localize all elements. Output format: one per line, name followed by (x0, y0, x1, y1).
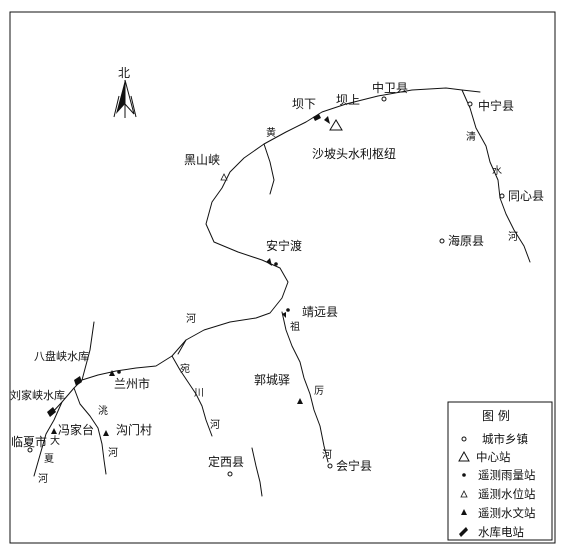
city-marker (499, 193, 505, 199)
city-label-tongxin: 同心县 (508, 189, 544, 203)
tributary-west (177, 339, 187, 355)
north-arrow-icon: 北 (113, 66, 137, 118)
station-label-heishanxia: 黑山峡 (184, 153, 220, 167)
tributary-dingxi (251, 447, 263, 497)
city-label-zhongwei: 中卫县 (372, 80, 408, 95)
city-label-jingyuan: 靖远县 (302, 305, 338, 319)
city-marker (439, 238, 445, 244)
river-label-xia: 夏 (44, 453, 54, 465)
river-label-da: 大 (50, 434, 60, 447)
legend-reservoir-icon (459, 527, 468, 537)
river-label-li: 厉 (314, 385, 324, 397)
river-label-chuan: 川 (194, 388, 204, 399)
city-marker (467, 101, 473, 107)
station-label-goumencun: 沟门村 (116, 422, 152, 437)
river-label-shui: 水 (492, 165, 502, 177)
wanchuan-river (171, 355, 213, 437)
legend-hydro-icon (461, 509, 467, 515)
hydro-station-icon (109, 370, 121, 376)
legend-label-rain: 遥测雨量站 (478, 468, 536, 482)
river-label-zuli-he: 河 (322, 449, 332, 461)
hydro-station-icon (282, 308, 290, 318)
city-marker (27, 447, 33, 453)
city-marker (327, 463, 333, 469)
station-label-bapanxia: 八盘峡水库 (34, 349, 89, 363)
city-marker (227, 471, 233, 477)
river-label-wan: 宛 (180, 362, 190, 375)
hydro-station-icon (103, 430, 109, 436)
legend: 图 例 城市乡镇 中心站 遥测雨量站 遥测水位站 遥测水文站 水库电站 (447, 401, 553, 541)
river-label-huang: 黄 (266, 126, 276, 139)
city-label-zhongning: 中宁县 (478, 98, 514, 113)
legend-city-icon (461, 436, 467, 442)
tributary-bapanxia (81, 321, 95, 381)
city-label-haiyuan: 海原县 (448, 233, 484, 248)
river-label-zu: 祖 (290, 320, 300, 333)
legend-level-icon (460, 490, 468, 498)
reservoir-station-icon (74, 376, 82, 386)
river-label-qing-he: 河 (508, 231, 518, 243)
station-label-shapotou: 沙坡头水利枢纽 (312, 146, 396, 161)
reservoir-station-icon (313, 114, 330, 124)
station-label-fengjiatai: 冯家台 (58, 422, 94, 437)
river-label-wan-he: 河 (210, 419, 220, 431)
city-label-linxia: 临夏市 (11, 434, 47, 449)
qingshui-river (461, 89, 531, 263)
legend-label-center: 中心站 (476, 450, 511, 464)
hydro-station-icon (266, 258, 278, 266)
city-label-lanzhou: 兰州市 (114, 376, 150, 391)
legend-center-icon (458, 450, 470, 462)
yellow-river (49, 87, 481, 416)
station-label-bashang: 坝上 (336, 93, 360, 107)
daxia-river (33, 401, 63, 477)
station-label-liujiaxia: 刘家峡水库 (10, 388, 65, 402)
station-label-baxia: 坝下 (292, 97, 316, 111)
zuli-river (281, 311, 329, 463)
north-label: 北 (118, 66, 130, 80)
level-station-icon (220, 173, 228, 181)
tao-river (73, 387, 107, 475)
center-station-icon (329, 119, 343, 131)
legend-label-hydro: 遥测水文站 (478, 506, 536, 520)
map-frame (9, 11, 556, 544)
river-label-qing: 清 (466, 130, 476, 143)
legend-box (447, 401, 553, 541)
river-label-he-main: 河 (186, 313, 196, 325)
station-label-anningdu: 安宁渡 (266, 238, 302, 253)
city-label-huining: 会宁县 (336, 458, 372, 473)
legend-label-city: 城市乡镇 (482, 432, 528, 446)
legend-label-level: 遥测水位站 (478, 487, 536, 501)
hydro-station-icon (51, 428, 57, 434)
legend-title: 图 例 (482, 409, 510, 423)
city-label-dingxi: 定西县 (208, 454, 244, 469)
legend-rain-icon (462, 473, 466, 477)
reservoir-station-icon (47, 407, 56, 417)
station-label-guochengyi: 郭城驿 (254, 373, 290, 387)
tributary-north (263, 143, 275, 195)
river-label-tao: 洮 (98, 404, 108, 417)
river-label-da-he: 河 (38, 473, 48, 485)
city-marker (381, 96, 387, 102)
hydro-station-icon (297, 398, 303, 404)
river-label-tao-he: 河 (108, 447, 118, 459)
legend-label-reservoir: 水库电站 (478, 525, 524, 539)
